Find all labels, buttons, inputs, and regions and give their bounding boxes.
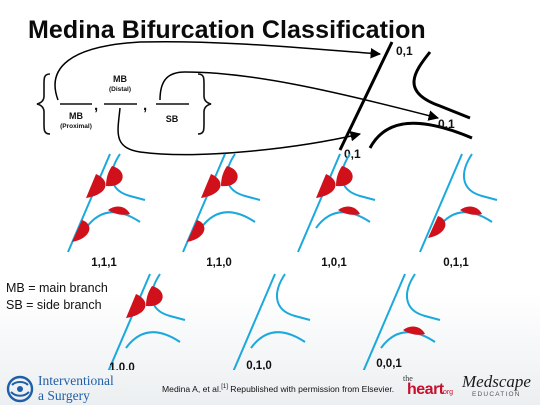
heart-logo-word: heart xyxy=(407,381,444,398)
plaque-proximal xyxy=(316,174,336,198)
heart-logo-org: .org xyxy=(441,389,454,396)
example-code: 1,1,0 xyxy=(206,257,232,269)
comma-1: , xyxy=(94,97,98,114)
example-1-1-1: 1,1,1 xyxy=(67,153,146,269)
vessel-lines xyxy=(107,273,186,370)
plaque-side xyxy=(460,206,482,215)
footer: Interventional a Surgery Medina A, et al… xyxy=(0,370,540,405)
side-branch-vessel xyxy=(368,121,473,149)
big-mb-distal-code: 0,1 xyxy=(396,44,413,58)
vessel-lines xyxy=(297,153,376,253)
mb-proximal-label: MB xyxy=(69,111,83,121)
plaque-distal xyxy=(146,286,163,307)
mb-distal-sublabel: (Distal) xyxy=(109,86,131,93)
example-code: 1,1,1 xyxy=(91,257,117,269)
example-0-1-0: 0,1,0 xyxy=(232,273,311,370)
comma-2: , xyxy=(143,97,147,114)
diagram-canvas: , , MB (Distal) MB (Proximal) SB 0,1 0,1… xyxy=(36,40,498,370)
citation-authors: Medina A, et al. xyxy=(162,384,222,394)
medscape-logo-word: Medscape xyxy=(462,372,531,391)
vessel-lines xyxy=(232,273,311,370)
vessel-lines xyxy=(362,273,441,370)
mb-proximal-sublabel: (Proximal) xyxy=(60,123,92,130)
plaque-side xyxy=(338,206,360,215)
medina-formula: , , MB (Distal) MB (Proximal) SB xyxy=(36,73,212,135)
example-code: 1,0,0 xyxy=(109,362,135,370)
right-brace xyxy=(197,73,212,135)
example-code: 0,1,0 xyxy=(246,360,272,370)
plaque-distal xyxy=(106,166,123,187)
plaque-proximal xyxy=(86,174,106,198)
theheart-org-logo: the heart .org xyxy=(403,374,454,400)
abbreviation-legend: MB = main branch SB = side branch xyxy=(6,280,108,314)
plaque-distal xyxy=(336,166,353,187)
plaque-mb-lower xyxy=(187,220,205,242)
citation: Medina A, et al.[1] Republished with per… xyxy=(162,384,394,394)
big-bifurcation-diagram: 0,1 0,1 0,1 xyxy=(338,41,473,161)
globe-icon xyxy=(6,375,34,403)
example-1-0-1: 1,0,1 xyxy=(297,153,376,269)
arrow-to-side-branch xyxy=(159,71,440,121)
mb-distal-label: MB xyxy=(113,74,127,84)
legend-sb: SB = side branch xyxy=(6,298,102,312)
example-code: 0,1,1 xyxy=(443,257,469,269)
example-0-1-1: 0,1,1 xyxy=(419,153,498,269)
citation-permission: Republished with permission from Elsevie… xyxy=(227,384,395,394)
example-code: 1,0,1 xyxy=(321,257,347,269)
interventional-surgery-logo: Interventional a Surgery xyxy=(6,372,156,404)
plaque-proximal xyxy=(201,174,221,198)
arrow-to-mb-distal xyxy=(54,40,382,101)
medscape-logo-edu: EDUCATION xyxy=(472,391,521,398)
sb-label: SB xyxy=(166,114,179,124)
plaque-side xyxy=(403,326,425,335)
plaque-distal xyxy=(221,166,238,187)
plaque-mb-lower xyxy=(72,220,90,242)
plaque-proximal xyxy=(126,294,146,318)
logo-line-2: a Surgery xyxy=(38,388,90,403)
medscape-education-logo: Medscape EDUCATION xyxy=(462,372,538,402)
logo-text: Interventional a Surgery xyxy=(38,373,114,403)
plaque-side xyxy=(108,206,130,215)
left-brace xyxy=(36,73,51,135)
slide-title: Medina Bifurcation Classification xyxy=(28,16,426,44)
example-1-1-0: 1,1,0 xyxy=(182,153,261,269)
example-code: 0,0,1 xyxy=(376,358,402,370)
main-branch-distal-wall xyxy=(412,51,471,120)
example-0-0-1: 0,0,1 xyxy=(362,273,441,370)
main-branch-vessel xyxy=(338,41,394,151)
heart-logo-the: the xyxy=(403,374,413,383)
big-sb-code: 0,1 xyxy=(438,117,455,131)
citation-ref: [1] xyxy=(221,384,228,391)
vessel-lines xyxy=(419,153,498,253)
example-1-0-0: 1,0,0 xyxy=(107,273,186,370)
legend-mb: MB = main branch xyxy=(6,281,108,295)
arrow-to-mb-proximal xyxy=(117,107,362,156)
logo-line-1: Interventional xyxy=(38,373,114,388)
